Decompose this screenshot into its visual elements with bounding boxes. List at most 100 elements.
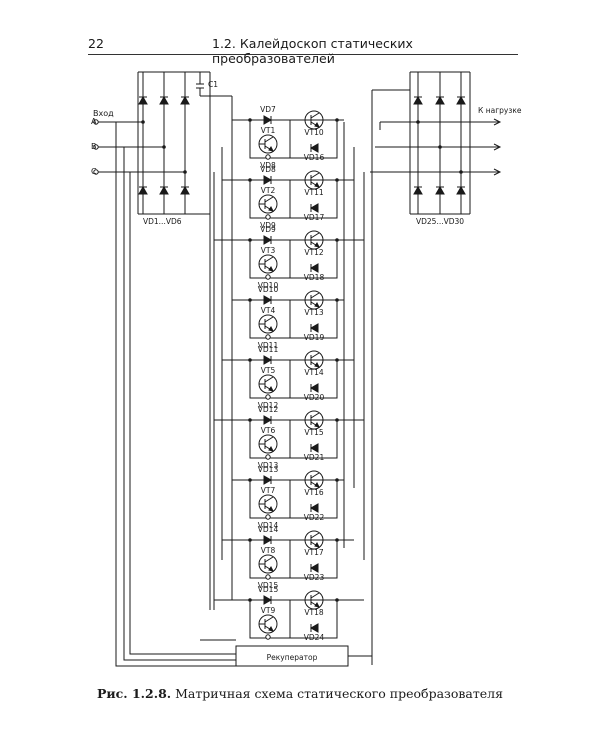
diode-symbol: [159, 185, 169, 195]
diode-label: VD14: [258, 521, 279, 530]
transistor-label: VT8: [261, 546, 276, 555]
terminal: [265, 154, 271, 160]
transistor-label: VT7: [261, 486, 276, 495]
diode-triangle: [309, 263, 319, 273]
terminal: [265, 634, 271, 640]
diode-triangle: [159, 185, 169, 195]
left-bridge-label: VD1...VD6: [143, 217, 182, 226]
page-number: 22: [88, 36, 104, 51]
transistor-symbol: [304, 230, 324, 250]
phase-b-label: B: [91, 142, 97, 151]
junction-dot: [416, 120, 420, 124]
wire: [249, 300, 338, 339]
junction-dot: [459, 170, 463, 174]
transistor-arrow: [268, 566, 274, 572]
terminal: [93, 119, 99, 125]
diode-symbol: [138, 95, 148, 105]
junction-dot: [141, 120, 145, 124]
wire: [249, 120, 338, 159]
transistor-collector: [310, 532, 320, 539]
diode-label: VD21: [304, 453, 325, 462]
junction-dot: [183, 170, 187, 174]
wire: [115, 122, 236, 667]
junction-dot: [248, 358, 252, 362]
terminal: [265, 334, 271, 340]
transistor-label: VT14: [304, 368, 323, 377]
diode-triangle: [309, 563, 319, 573]
right-bridge-label: VD25...VD30: [416, 217, 464, 226]
transistor-symbol: [304, 170, 324, 190]
diode-label: VD14: [258, 525, 279, 534]
diode-triangle: [309, 503, 319, 513]
transistor-label: VT12: [304, 248, 323, 257]
diode-symbol: [413, 95, 423, 105]
transistor-symbol: [258, 494, 278, 514]
diode-symbol: [263, 175, 273, 185]
diode-label: VD22: [304, 513, 325, 522]
diode-triangle: [413, 95, 423, 105]
diode-triangle: [309, 383, 319, 393]
junction-dot: [248, 118, 252, 122]
diode-triangle: [263, 535, 273, 545]
transistor-symbol: [258, 434, 278, 454]
wire: [249, 180, 338, 219]
terminal: [265, 574, 271, 580]
diode-label: VD10: [258, 281, 279, 290]
diode-symbol: [309, 143, 319, 153]
figure-caption-text: Матричная схема статического преобразова…: [175, 686, 503, 701]
terminal: [265, 394, 271, 400]
junction-dot: [438, 145, 442, 149]
transistor-label: VT13: [304, 308, 323, 317]
matrix-converter-schematic: VD7VT1VD8VT10VD16VD8VT2VD9VT11VD17VD9VT3…: [91, 71, 522, 667]
transistor-symbol: [304, 530, 324, 550]
wire: [249, 360, 338, 399]
diode-label: VD15: [258, 585, 279, 594]
diode-label: VD17: [304, 213, 325, 222]
wire: [123, 147, 236, 661]
diode-triangle: [263, 415, 273, 425]
diode-label: VD13: [258, 461, 279, 470]
junction-dot: [335, 358, 339, 362]
transistor-collector: [264, 136, 274, 143]
diode-triangle: [138, 185, 148, 195]
diode-symbol: [180, 95, 190, 105]
diode-label: VD15: [258, 581, 279, 590]
components: VD7VT1VD8VT10VD16VD8VT2VD9VT11VD17VD9VT3…: [93, 95, 466, 667]
transistor-collector: [264, 436, 274, 443]
diode-triangle: [309, 623, 319, 633]
transistor-symbol: [258, 134, 278, 154]
output-label: К нагрузке: [478, 106, 522, 115]
diode-triangle: [180, 95, 190, 105]
diode-label: VD23: [304, 573, 325, 582]
junction-dot: [335, 418, 339, 422]
transistor-arrow: [268, 506, 274, 512]
diode-label: VD18: [304, 273, 325, 282]
transistor-label: VT18: [304, 608, 323, 617]
transistor-arrow: [314, 422, 320, 428]
diode-triangle: [456, 185, 466, 195]
diode-label: VD8: [260, 161, 276, 170]
transistor-arrow: [314, 542, 320, 548]
diode-label: VD8: [260, 165, 276, 174]
junction-dot: [248, 538, 252, 542]
transistor-arrow: [268, 266, 274, 272]
wire: [249, 420, 338, 459]
diode-label: VD7: [260, 105, 276, 114]
diode-symbol: [309, 203, 319, 213]
phase-c-label: C: [91, 167, 97, 176]
transistor-collector: [310, 292, 320, 299]
diode-triangle: [263, 235, 273, 245]
diode-symbol: [263, 595, 273, 605]
wire: [249, 540, 338, 579]
diode-symbol: [263, 235, 273, 245]
transistor-label: VT2: [261, 186, 276, 195]
transistor-collector: [310, 172, 320, 179]
terminal: [265, 454, 271, 460]
transistor-symbol: [304, 290, 324, 310]
diode-symbol: [309, 623, 319, 633]
capacitor-label: C1: [208, 80, 218, 89]
diode-symbol: [180, 185, 190, 195]
junction-dot: [335, 238, 339, 242]
diode-symbol: [263, 295, 273, 305]
diode-triangle: [413, 185, 423, 195]
